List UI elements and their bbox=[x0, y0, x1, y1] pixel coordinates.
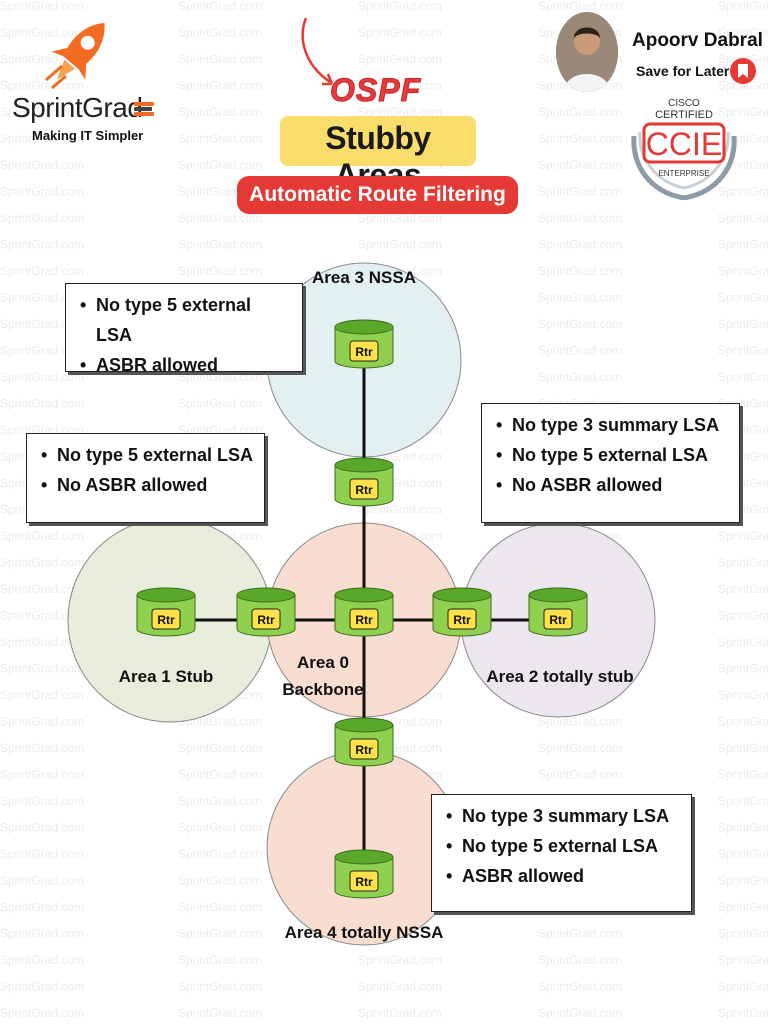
rocket-icon bbox=[45, 22, 105, 90]
note-area3: No type 5 external LSA ASBR allowed bbox=[65, 283, 303, 380]
note-area3-item: No type 5 external LSA bbox=[80, 290, 292, 350]
curved-arrow-icon bbox=[301, 17, 334, 86]
router-label: Rtr bbox=[355, 875, 373, 889]
badge-line2: CERTIFIED bbox=[655, 109, 713, 121]
note-area4: No type 3 summary LSA No type 5 external… bbox=[431, 794, 692, 912]
protocol-label: OSPF bbox=[329, 72, 422, 109]
author-name: Apoorv Dabral bbox=[632, 30, 763, 51]
note-area2-item: No ASBR allowed bbox=[496, 470, 729, 500]
router-label: Rtr bbox=[355, 743, 373, 757]
area2-label: Area 2 totally stub bbox=[486, 667, 633, 686]
note-area1: No type 5 external LSA No ASBR allowed bbox=[26, 433, 265, 523]
note-area2-item: No type 5 external LSA bbox=[496, 440, 729, 470]
avatar bbox=[556, 12, 618, 92]
router-label: Rtr bbox=[355, 483, 373, 497]
router-area3: Rtr bbox=[334, 319, 394, 369]
books-icon bbox=[134, 102, 154, 118]
area0-label-line2: Backbone bbox=[282, 680, 363, 699]
router-label: Rtr bbox=[355, 613, 373, 627]
save-for-later-label[interactable]: Save for Later bbox=[636, 63, 730, 79]
note-area2: No type 3 summary LSA No type 5 external… bbox=[481, 403, 740, 523]
badge-line3: ENTERPRISE bbox=[658, 169, 709, 178]
router-label: Rtr bbox=[453, 613, 471, 627]
bookmark-icon[interactable] bbox=[730, 58, 756, 84]
router-label: Rtr bbox=[355, 345, 373, 359]
router-label: Rtr bbox=[157, 613, 175, 627]
title-highlight bbox=[280, 116, 476, 166]
note-area4-item: ASBR allowed bbox=[446, 861, 681, 891]
subtitle-banner: Automatic Route Filtering bbox=[237, 176, 518, 214]
area0-label-line1: Area 0 bbox=[297, 653, 349, 672]
brand-tagline: Making IT Simpler bbox=[32, 128, 144, 143]
note-area4-item: No type 5 external LSA bbox=[446, 831, 681, 861]
note-area1-item: No ASBR allowed bbox=[41, 470, 254, 500]
note-area3-item: ASBR allowed bbox=[80, 350, 292, 380]
note-area4-item: No type 3 summary LSA bbox=[446, 801, 681, 831]
router-area4: Rtr bbox=[334, 849, 394, 899]
router-label: Rtr bbox=[549, 613, 567, 627]
router-area1: Rtr bbox=[136, 587, 196, 637]
area4-label: Area 4 totally NSSA bbox=[285, 923, 444, 942]
router-abr-area4: Rtr bbox=[334, 717, 394, 767]
router-label: Rtr bbox=[257, 613, 275, 627]
router-abr-area2: Rtr bbox=[432, 587, 492, 637]
note-area2-item: No type 3 summary LSA bbox=[496, 410, 729, 440]
area3-label: Area 3 NSSA bbox=[312, 268, 416, 287]
area1-label: Area 1 Stub bbox=[119, 667, 213, 686]
note-area1-item: No type 5 external LSA bbox=[41, 440, 254, 470]
badge-main: CCIE bbox=[646, 126, 722, 162]
badge-line1: CISCO bbox=[668, 98, 700, 109]
router-abr-area3: Rtr bbox=[334, 457, 394, 507]
router-core: Rtr bbox=[334, 587, 394, 637]
router-area2: Rtr bbox=[528, 587, 588, 637]
ccie-badge: CISCO CERTIFIED CCIE ENTERPRISE bbox=[631, 98, 737, 200]
brand-name: SprintGrad bbox=[12, 92, 143, 123]
router-abr-area1: Rtr bbox=[236, 587, 296, 637]
